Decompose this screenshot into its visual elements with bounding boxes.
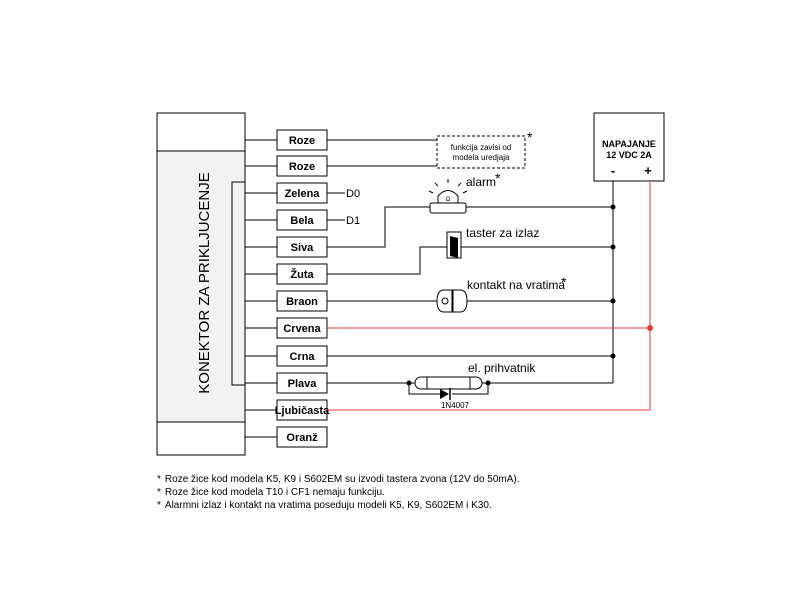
alarm-circuit xyxy=(327,206,613,248)
wire-label: Bela xyxy=(290,215,314,227)
wire-label: Oranž xyxy=(286,432,318,444)
footnote: *Alarmni izlaz i kontakt na vratima pose… xyxy=(157,500,492,511)
footnote: *Roze žice kod modela T10 i CF1 nemaju f… xyxy=(157,487,385,498)
alarm-label: alarm xyxy=(466,175,496,189)
wire-label: Braon xyxy=(286,296,318,308)
power-spec: 12 VDC 2A xyxy=(606,150,652,160)
lead-lines xyxy=(245,139,277,438)
wire-label-boxes xyxy=(276,129,328,448)
lock-circuit xyxy=(327,382,613,395)
wire-labels: Roze Roze Zelena Bela Siva Žuta Braon Cr… xyxy=(275,135,330,444)
wire-label: Zelena xyxy=(285,188,321,200)
door-contact-icon xyxy=(436,289,468,313)
d0-label: D0 xyxy=(346,188,360,200)
connector-label: KONEKTOR ZA PRIKLJUCENJE xyxy=(196,172,213,393)
power-supply: NAPAJANJE 12 VDC 2A - + xyxy=(593,112,665,182)
function-box-line1: funkcija zavisi od xyxy=(451,143,511,152)
wire-label: Siva xyxy=(291,242,315,254)
footnote-star: * xyxy=(157,487,161,498)
footnote-text: Roze žice kod modela T10 i CF1 nemaju fu… xyxy=(164,487,385,498)
wire-label: Ljubičasta xyxy=(275,405,330,417)
function-box-star: * xyxy=(527,129,533,145)
alarm-star: * xyxy=(495,170,501,186)
exit-button-label: taster za izlaz xyxy=(466,226,539,240)
wire-label: Žuta xyxy=(290,268,314,281)
alarm-icon: Ω xyxy=(428,179,468,214)
wire-label: Roze xyxy=(289,161,315,173)
diode-label: 1N4007 xyxy=(441,401,470,410)
lock-label: el. prihvatnik xyxy=(468,361,536,375)
lock-icon xyxy=(406,376,491,390)
footnote-star: * xyxy=(157,500,161,511)
exit-button-icon xyxy=(446,231,462,259)
power-minus: - xyxy=(611,163,615,178)
d1-label: D1 xyxy=(346,215,360,227)
footnote-text: Alarmni izlaz i kontakt na vratima posed… xyxy=(164,500,492,511)
connector-block: KONEKTOR ZA PRIKLJUCENJE xyxy=(156,112,246,456)
red-wires xyxy=(327,181,651,411)
red-junction xyxy=(647,325,653,331)
power-plus: + xyxy=(644,163,652,178)
footnote-star: * xyxy=(157,474,161,485)
diode-icon xyxy=(440,388,451,400)
power-title: NAPAJANJE xyxy=(602,139,656,149)
wire-label: Crna xyxy=(289,351,315,363)
ground-junctions xyxy=(610,204,616,359)
door-contact-label: kontakt na vratima xyxy=(467,278,565,292)
footnote: *Roze žice kod modela K5, K9 i S602EM su… xyxy=(157,474,520,485)
function-box-line2: modela uredjaja xyxy=(453,153,510,162)
function-box: funkcija zavisi od modela uredjaja * xyxy=(436,129,533,169)
wire-label: Crvena xyxy=(283,323,321,335)
data-lines: D0 D1 xyxy=(327,188,360,227)
svg-text:Ω: Ω xyxy=(446,197,451,203)
wire-box-oranz xyxy=(276,426,328,448)
wire-label: Roze xyxy=(289,135,315,147)
roze-wires xyxy=(327,139,437,167)
exit-button-circuit xyxy=(327,246,613,275)
door-contact-star: * xyxy=(561,274,567,290)
wire-label: Plava xyxy=(288,378,318,390)
footnote-text: Roze žice kod modela K5, K9 i S602EM su … xyxy=(164,474,520,485)
